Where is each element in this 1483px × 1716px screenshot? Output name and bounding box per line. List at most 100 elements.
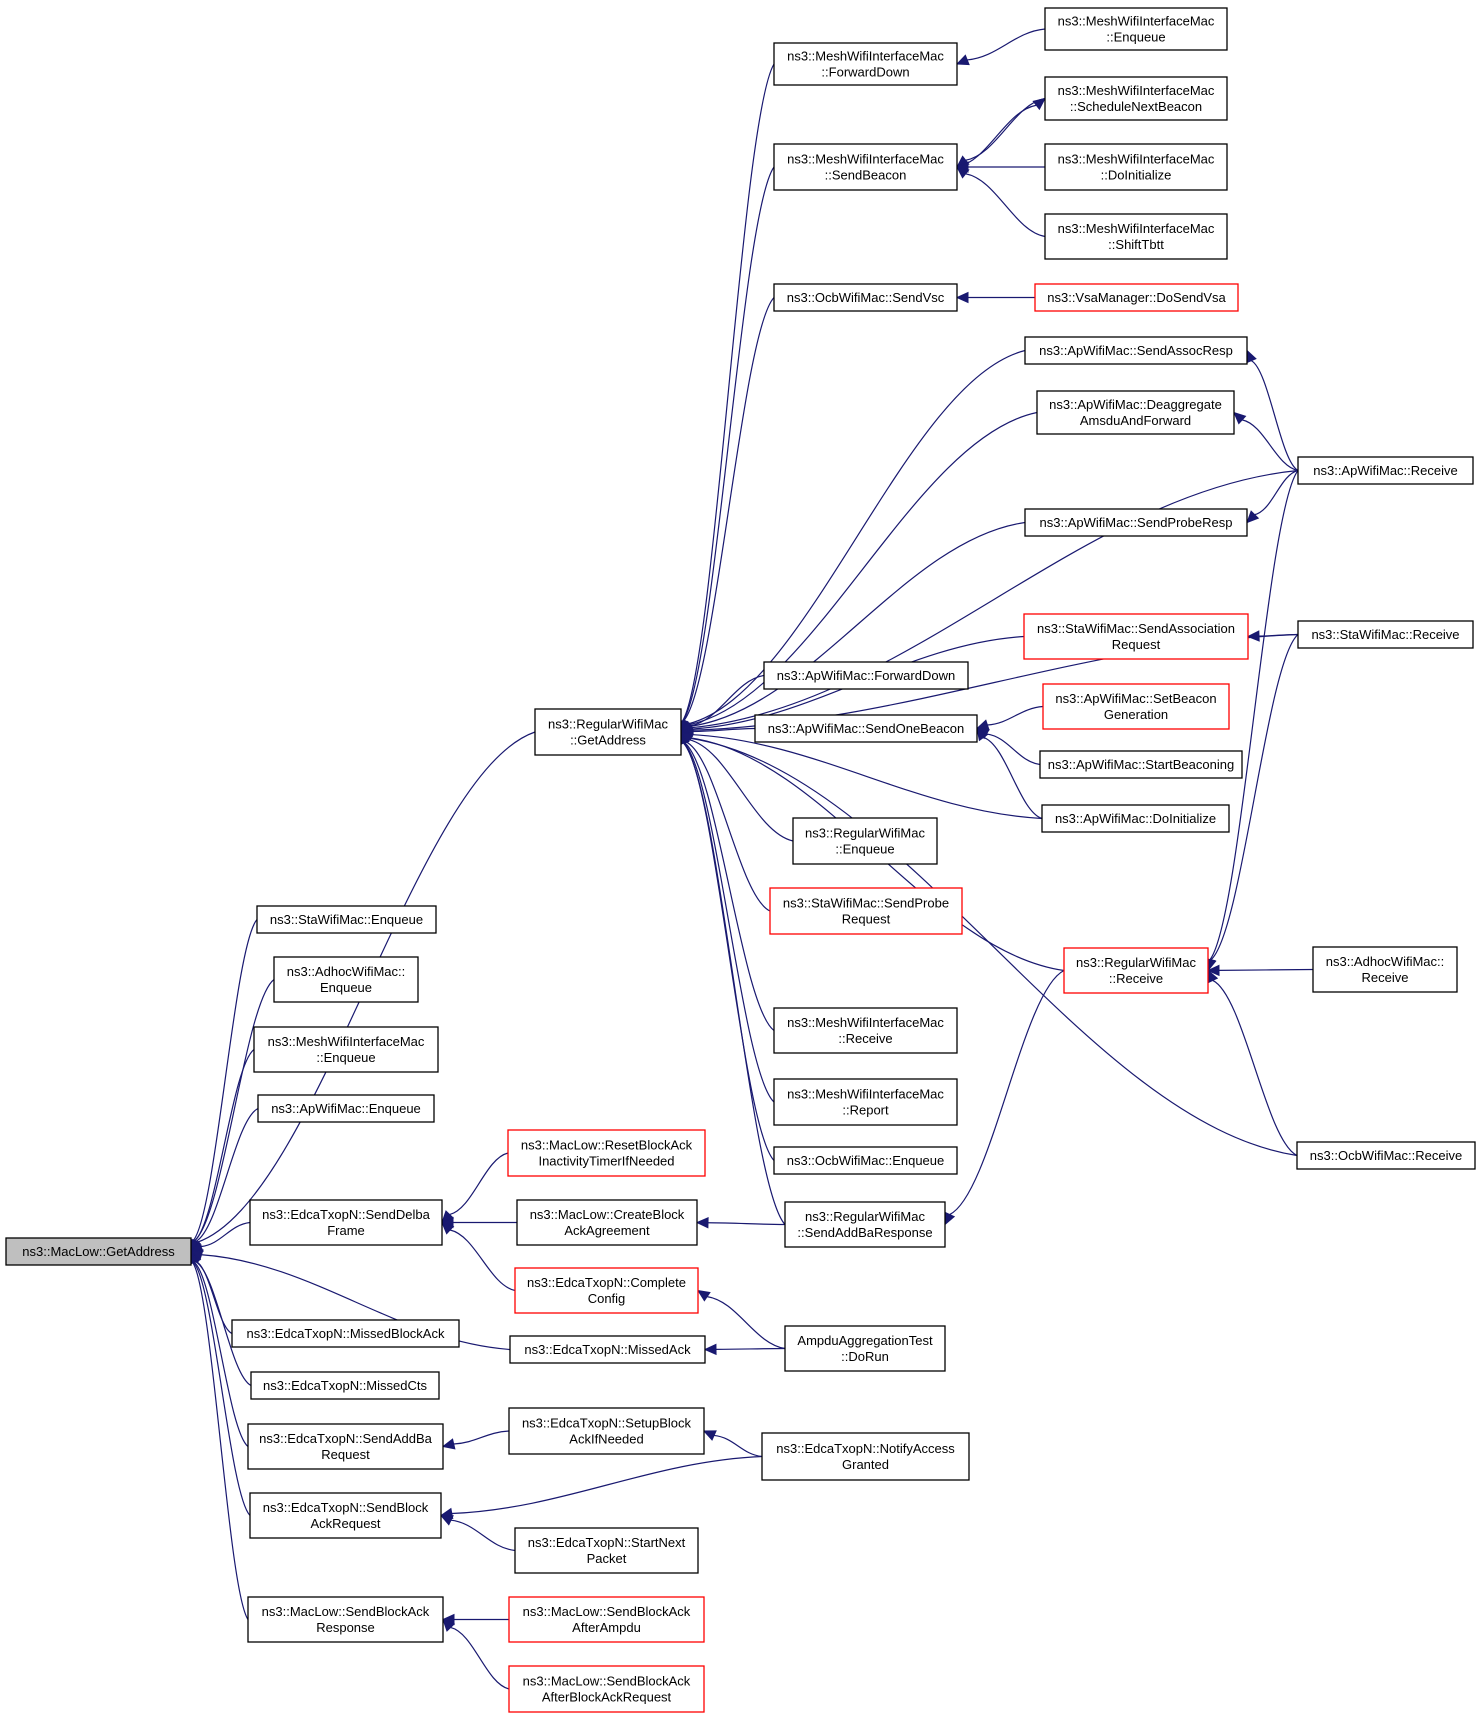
node-label-line: ::ScheduleNextBeacon: [1070, 99, 1202, 114]
edge-arrowhead: [680, 731, 694, 744]
node-label-line: ns3::MacLow::CreateBlock: [530, 1207, 685, 1222]
node-label-line: AfterAmpdu: [572, 1620, 641, 1635]
node-mesh-report[interactable]: ns3::MeshWifiInterfaceMac::Report: [773, 1078, 958, 1126]
edge-arrowhead: [442, 1618, 456, 1632]
node-rwm-sendaddba[interactable]: ns3::RegularWifiMac::SendAddBaResponse: [784, 1201, 946, 1248]
node-box: [514, 1267, 699, 1314]
node-ap-recv[interactable]: ns3::ApWifiMac::Receive: [1297, 456, 1474, 485]
node-label-line: ns3::ApWifiMac::SendAssocResp: [1039, 343, 1233, 358]
node-ap-sendprobe[interactable]: ns3::ApWifiMac::SendProbeResp: [1024, 508, 1248, 537]
node-mesh-enq-l[interactable]: ns3::MeshWifiInterfaceMac::Enqueue: [253, 1026, 439, 1073]
node-sba-after-bar[interactable]: ns3::MacLow::SendBlockAckAfterBlockAckRe…: [508, 1665, 705, 1713]
node-mesh-doinit[interactable]: ns3::MeshWifiInterfaceMac::DoInitialize: [1044, 143, 1228, 191]
edge-line: [453, 1430, 510, 1445]
edge-line: [690, 521, 1026, 727]
node-box: [1044, 213, 1228, 260]
edge-line: [682, 297, 775, 722]
node-adhoc-recv[interactable]: ns3::AdhocWifiMac::Receive: [1312, 946, 1458, 993]
node-ap-enq[interactable]: ns3::ApWifiMac::Enqueue: [257, 1094, 435, 1123]
node-label-line: ::GetAddress: [570, 733, 646, 748]
node-ap-sendonebeacon[interactable]: ns3::ApWifiMac::SendOneBeacon: [754, 714, 978, 743]
edge-vsa_dosend-to-ocb_sendvsc: [955, 291, 1035, 304]
node-box: [249, 1492, 442, 1539]
node-label-line: AmpduAggregationTest: [797, 1333, 933, 1348]
node-ap-startbeacon[interactable]: ns3::ApWifiMac::StartBeaconing: [1039, 750, 1243, 779]
edge-arrowhead: [1206, 964, 1220, 977]
node-label-line: ns3::EdcaTxopN::MissedAck: [524, 1342, 691, 1357]
node-ocb-recv[interactable]: ns3::OcbWifiMac::Receive: [1296, 1141, 1476, 1170]
node-missed-ba[interactable]: ns3::EdcaTxopN::MissedBlockAck: [231, 1319, 460, 1348]
node-ocb-sendvsc[interactable]: ns3::OcbWifiMac::SendVsc: [773, 283, 958, 312]
node-box: [769, 887, 963, 935]
node-mesh-sendbeacon[interactable]: ns3::MeshWifiInterfaceMac::SendBeacon: [773, 143, 958, 191]
edge-send_bar-to-root: [187, 1250, 251, 1516]
node-label-line: AckIfNeeded: [569, 1432, 643, 1447]
node-ocb-enq[interactable]: ns3::OcbWifiMac::Enqueue: [773, 1146, 958, 1175]
node-label-line: Request: [842, 912, 891, 927]
node-rwm-getaddr[interactable]: ns3::RegularWifiMac::GetAddress: [534, 708, 682, 756]
node-label-line: ns3::MacLow::ResetBlockAck: [521, 1138, 693, 1153]
edge-arrowhead: [976, 727, 989, 742]
node-ap-deagg[interactable]: ns3::ApWifiMac::DeaggregateAmsduAndForwa…: [1036, 390, 1235, 435]
edge-ap_recv-to-ap_sendassoc: [1246, 349, 1299, 472]
node-sta-recv[interactable]: ns3::StaWifiMac::Receive: [1297, 620, 1474, 649]
node-label-line: ::SendBeacon: [825, 168, 907, 183]
node-ap-doinit[interactable]: ns3::ApWifiMac::DoInitialize: [1041, 804, 1230, 833]
node-label-line: ns3::VsaManager::DoSendVsa: [1047, 290, 1226, 305]
node-label-line: AckAgreement: [564, 1223, 650, 1238]
node-ap-fwd[interactable]: ns3::ApWifiMac::ForwardDown: [763, 661, 969, 690]
edge-ap_setbeacon-to-ap_sendonebeacon: [975, 705, 1044, 731]
edge-ocb_recv-to-rwm_recv: [1207, 969, 1298, 1157]
edge-ocb_sendvsc-to-rwm_getaddr: [677, 297, 775, 734]
node-label-line: ::ShiftTbtt: [1108, 237, 1164, 252]
node-label-line: ::Enqueue: [835, 842, 894, 857]
node-ap-sendassoc[interactable]: ns3::ApWifiMac::SendAssocResp: [1024, 336, 1248, 365]
node-ampdu-test[interactable]: AmpduAggregationTest::DoRun: [784, 1325, 946, 1372]
edge-sta_enq-to-root: [187, 919, 258, 1253]
node-rwm-enq[interactable]: ns3::RegularWifiMac::Enqueue: [792, 817, 938, 865]
node-mesh-enq-r[interactable]: ns3::MeshWifiInterfaceMac::Enqueue: [1044, 7, 1228, 51]
node-box: [1034, 283, 1239, 312]
node-sta-enq[interactable]: ns3::StaWifiMac::Enqueue: [256, 905, 437, 934]
edge-line: [682, 742, 775, 1161]
edge-ampdu_test-to-missed_ack: [703, 1343, 786, 1356]
edge-ap_doinit-to-ap_sendonebeacon: [976, 727, 1043, 820]
node-mesh-fwd[interactable]: ns3::MeshWifiInterfaceMac::ForwardDown: [773, 42, 958, 86]
node-label-line: ::DoRun: [841, 1349, 889, 1364]
edge-rwm_recv-to-rwm_sendaddba: [944, 969, 1065, 1226]
node-label-line: ::Receive: [838, 1031, 892, 1046]
node-reset-ba[interactable]: ns3::MacLow::ResetBlockAckInactivityTime…: [507, 1129, 706, 1177]
node-missed-cts[interactable]: ns3::EdcaTxopN::MissedCts: [250, 1371, 440, 1400]
node-label-line: Receive: [1362, 970, 1409, 985]
edge-line: [691, 733, 1043, 820]
node-mesh-recv[interactable]: ns3::MeshWifiInterfaceMac::Receive: [773, 1007, 958, 1054]
node-mesh-schedbeacon[interactable]: ns3::MeshWifiInterfaceMac::ScheduleNextB…: [1044, 76, 1228, 121]
node-mesh-shift[interactable]: ns3::MeshWifiInterfaceMac::ShiftTbtt: [1044, 213, 1228, 260]
node-root[interactable]: ns3::MacLow::GetAddress: [5, 1237, 192, 1266]
node-missed-ack[interactable]: ns3::EdcaTxopN::MissedAck: [509, 1335, 706, 1364]
edge-setup_ba-to-send_addba: [441, 1430, 510, 1450]
node-rwm-recv[interactable]: ns3::RegularWifiMac::Receive: [1063, 947, 1209, 994]
node-label-line: ns3::EdcaTxopN::SendDelba: [262, 1207, 430, 1222]
edge-line: [949, 969, 1065, 1216]
node-adhoc-enq[interactable]: ns3::AdhocWifiMac::Enqueue: [273, 956, 419, 1003]
node-label-line: ns3::OcbWifiMac::Receive: [1310, 1148, 1462, 1163]
node-label-line: ns3::MeshWifiInterfaceMac: [787, 1015, 944, 1030]
node-box: [1044, 76, 1228, 121]
edge-line: [682, 63, 775, 722]
node-label-line: ns3::MeshWifiInterfaceMac: [787, 1087, 944, 1102]
node-vsa-dosend[interactable]: ns3::VsaManager::DoSendVsa: [1034, 283, 1239, 312]
